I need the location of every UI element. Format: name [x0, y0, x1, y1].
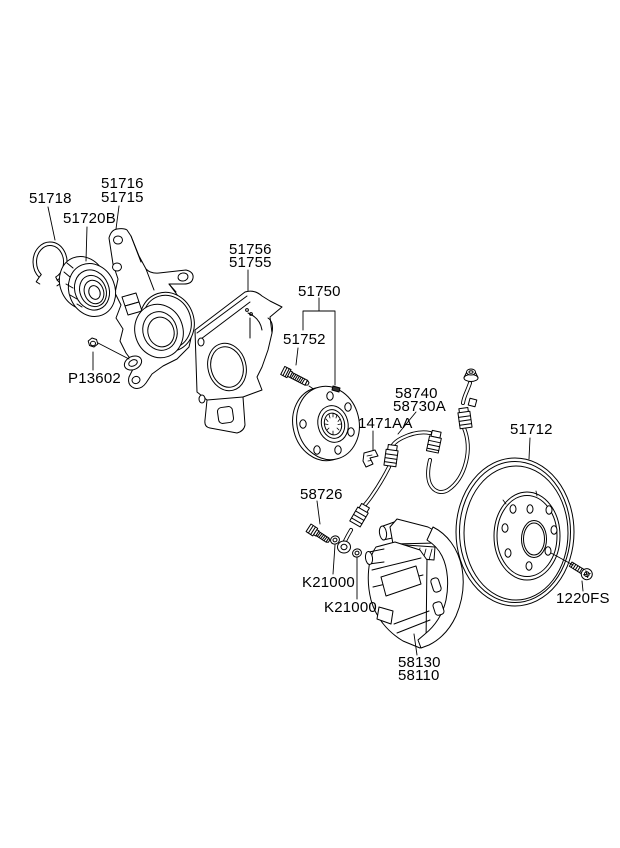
callout-dust-cover-lower: 51755 — [229, 254, 272, 271]
callout-hose-upper: 58740 — [395, 385, 438, 402]
callout-wheel-bearing: 51720B — [63, 210, 116, 227]
callout-disc-screw: 1220FS — [556, 590, 610, 607]
callout-knuckle-lower: 51715 — [101, 189, 144, 206]
wheel-stud-drawing — [281, 366, 318, 392]
banjo-bolt-drawing — [306, 524, 331, 545]
callout-caliper-upper: 58130 — [398, 654, 441, 671]
wheel-bearing-drawing — [52, 249, 124, 323]
brake-hose-drawing — [338, 369, 479, 553]
callout-banjo-bolt: 58726 — [300, 486, 343, 503]
leader-lines — [48, 206, 583, 655]
callout-brake-disc: 51712 — [510, 421, 553, 438]
callout-washer-b: K21000 — [324, 599, 377, 616]
callout-dust-cover-upper: 51756 — [229, 241, 272, 258]
callout-washer-a: K21000 — [302, 574, 355, 591]
callout-hose-bracket: 1471AA — [358, 415, 413, 432]
callout-knuckle-upper: 51716 — [101, 175, 144, 192]
callout-hose-lower: 58730A — [393, 398, 446, 415]
knuckle-drawing — [109, 229, 202, 389]
disc-screw-drawing — [568, 559, 595, 581]
dust-cover-drawing — [195, 291, 282, 433]
callout-caliper-lower: 58110 — [398, 667, 440, 684]
callout-lock-nut: P13602 — [68, 370, 121, 387]
hub-drawing — [285, 380, 367, 468]
callout-wheel-stud: 51752 — [283, 331, 326, 348]
brake-disc-drawing — [456, 458, 574, 606]
sealing-washers-drawing — [329, 535, 362, 559]
callout-hub-assembly: 51750 — [298, 283, 341, 300]
callout-snap-ring: 51718 — [29, 190, 72, 207]
lock-nut-drawing — [88, 338, 98, 347]
caliper-drawing — [365, 519, 464, 648]
hose-bracket-clip-drawing — [363, 450, 378, 467]
